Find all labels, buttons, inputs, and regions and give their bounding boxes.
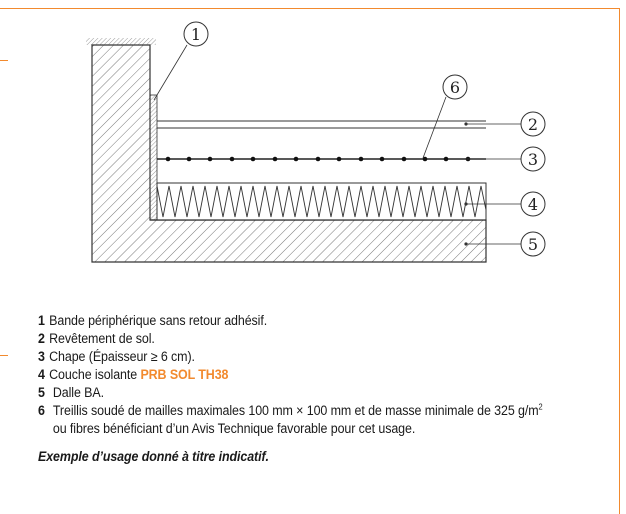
callout-4: 4 (520, 191, 546, 217)
usage-note: Exemple d’usage donné à titre indicatif. (38, 449, 269, 464)
svg-text:4: 4 (528, 195, 538, 214)
peripheral-strip (149, 94, 158, 221)
svg-text:5: 5 (528, 235, 538, 254)
frame-left-tick (0, 60, 8, 61)
insulation-zigzag (156, 185, 487, 218)
legend-item: 2 Revêtement de sol. (38, 331, 155, 346)
legend: 1 Bande périphérique sans retour adhésif… (38, 312, 559, 466)
legend-item: 3 Chape (Épaisseur ≥ 6 cm). (38, 349, 195, 364)
legend-item: 6 Treillis soudé de mailles maximales 10… (38, 402, 543, 436)
frame-right-border (619, 8, 620, 514)
frame-top-border (0, 8, 620, 9)
frame-left-tick (0, 355, 8, 356)
mesh-dots (165, 156, 471, 162)
insulation-layer (156, 182, 487, 221)
legend-item: 5 Dalle BA. (38, 385, 104, 400)
floor-section-diagram: 1 6 2 3 4 5 (86, 21, 546, 263)
svg-text:6: 6 (450, 78, 460, 97)
product-name: PRB SOL TH38 (140, 367, 229, 382)
leader-arrows (464, 122, 468, 246)
callout-5: 5 (520, 231, 546, 257)
leader-lines (153, 44, 521, 245)
callout-6: 6 (442, 74, 468, 100)
wall-top-hatch (86, 38, 156, 45)
legend-item: 4 Couche isolante PRB SOL TH38 (38, 367, 229, 382)
legend-item: 1 Bande périphérique sans retour adhésif… (38, 313, 268, 328)
callout-3: 3 (520, 146, 546, 172)
svg-text:1: 1 (191, 25, 201, 44)
svg-text:2: 2 (528, 115, 538, 134)
callout-2: 2 (520, 111, 546, 137)
svg-text:3: 3 (528, 150, 538, 169)
callout-1: 1 (183, 21, 209, 47)
